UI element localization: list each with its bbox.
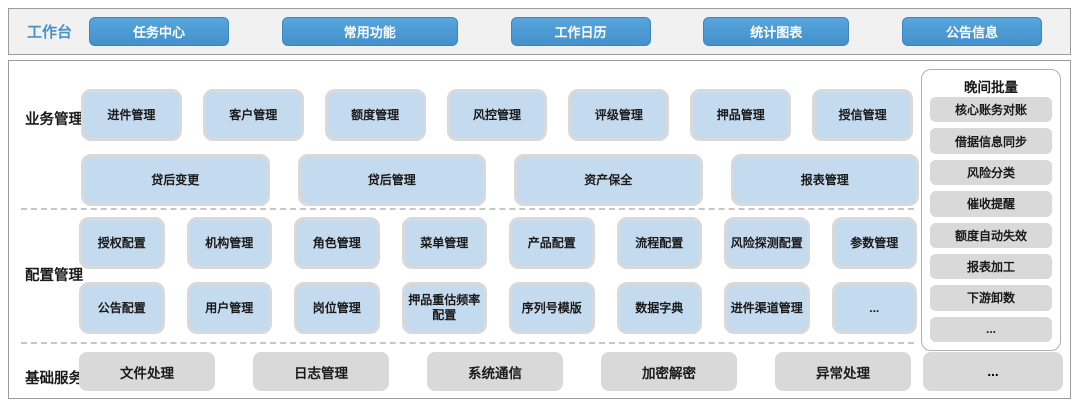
workbench-button[interactable]: 统计图表	[703, 17, 850, 46]
section-divider	[21, 208, 914, 210]
business-row-1: 进件管理客户管理额度管理风控管理评级管理押品管理授信管理	[81, 89, 914, 141]
night-batch-task[interactable]: 下游卸数	[930, 285, 1052, 311]
config-module[interactable]: 风险探测配置	[724, 217, 810, 269]
config-row-2: 公告配置用户管理岗位管理押品重估频率配置序列号模版数据字典进件渠道管理...	[79, 282, 917, 334]
base-service-module[interactable]: 文件处理	[79, 352, 215, 391]
night-batch-title: 晚间批量	[964, 80, 1018, 95]
night-batch-items: 核心账务对账借据信息同步风险分类催收提醒额度自动失效报表加工下游卸数...	[930, 97, 1052, 342]
config-module[interactable]: 岗位管理	[294, 282, 380, 334]
section-label-business: 业务管理	[25, 112, 83, 128]
night-batch-panel: 晚间批量 核心账务对账借据信息同步风险分类催收提醒额度自动失效报表加工下游卸数.…	[921, 69, 1061, 351]
business-module[interactable]: 客户管理	[202, 89, 304, 141]
config-module[interactable]: 押品重估频率配置	[401, 282, 487, 334]
workbench-label: 工作台	[27, 24, 73, 41]
config-module[interactable]: 菜单管理	[401, 217, 487, 269]
base-service-more[interactable]: ...	[923, 352, 1063, 391]
base-service-module[interactable]: 系统通信	[427, 352, 563, 391]
base-service-module[interactable]: 异常处理	[775, 352, 911, 391]
business-module[interactable]: 评级管理	[568, 89, 670, 141]
config-module[interactable]: 进件渠道管理	[724, 282, 810, 334]
workbench-bar: 工作台 任务中心 常用功能 工作日历 统计图表 公告信息	[8, 8, 1071, 55]
business-module[interactable]: 贷后管理	[297, 154, 486, 206]
config-module[interactable]: 流程配置	[616, 217, 702, 269]
base-services-row: 文件处理日志管理系统通信加密解密异常处理	[79, 352, 911, 391]
base-service-module[interactable]: 加密解密	[601, 352, 737, 391]
night-batch-task[interactable]: 额度自动失效	[930, 222, 1052, 248]
workbench-button[interactable]: 任务中心	[89, 17, 229, 46]
workbench-button[interactable]: 常用功能	[281, 17, 458, 46]
section-label-config: 配置管理	[25, 268, 83, 284]
business-module[interactable]: 资产保全	[514, 154, 703, 206]
config-module[interactable]: 机构管理	[186, 217, 272, 269]
workbench-button[interactable]: 公告信息	[902, 17, 1042, 46]
config-row-1: 授权配置机构管理角色管理菜单管理产品配置流程配置风险探测配置参数管理	[79, 217, 917, 269]
night-batch-task[interactable]: 风险分类	[930, 159, 1052, 186]
business-module[interactable]: 报表管理	[730, 154, 919, 206]
business-module[interactable]: 进件管理	[81, 89, 182, 141]
business-row-2: 贷后变更贷后管理资产保全报表管理	[81, 154, 919, 206]
config-module[interactable]: ...	[831, 282, 917, 334]
business-module[interactable]: 授信管理	[812, 89, 914, 141]
business-module[interactable]: 风控管理	[446, 89, 548, 141]
night-batch-task[interactable]: ...	[930, 316, 1052, 342]
night-batch-task[interactable]: 借据信息同步	[930, 128, 1052, 154]
config-module[interactable]: 参数管理	[831, 217, 917, 269]
section-divider	[21, 342, 914, 344]
config-module[interactable]: 角色管理	[294, 217, 380, 269]
config-module[interactable]: 序列号模版	[509, 282, 595, 334]
config-module[interactable]: 数据字典	[616, 282, 702, 334]
config-module[interactable]: 授权配置	[79, 217, 165, 269]
night-batch-task[interactable]: 核心账务对账	[930, 97, 1052, 123]
config-module[interactable]: 用户管理	[186, 282, 272, 334]
architecture-panel: 业务管理 配置管理 基础服务 进件管理客户管理额度管理风控管理评级管理押品管理授…	[8, 60, 1071, 399]
config-module[interactable]: 产品配置	[509, 217, 595, 269]
night-batch-task[interactable]: 报表加工	[930, 253, 1052, 280]
business-module[interactable]: 贷后变更	[81, 154, 270, 206]
workbench-buttons: 任务中心 常用功能 工作日历 统计图表 公告信息	[89, 17, 1042, 46]
workbench-button[interactable]: 工作日历	[510, 17, 651, 46]
section-label-base: 基础服务	[25, 371, 83, 387]
config-module[interactable]: 公告配置	[79, 282, 165, 334]
business-module[interactable]: 额度管理	[324, 89, 426, 141]
night-batch-task[interactable]: 催收提醒	[930, 191, 1052, 217]
base-service-module[interactable]: 日志管理	[253, 352, 389, 391]
business-module[interactable]: 押品管理	[690, 89, 792, 141]
